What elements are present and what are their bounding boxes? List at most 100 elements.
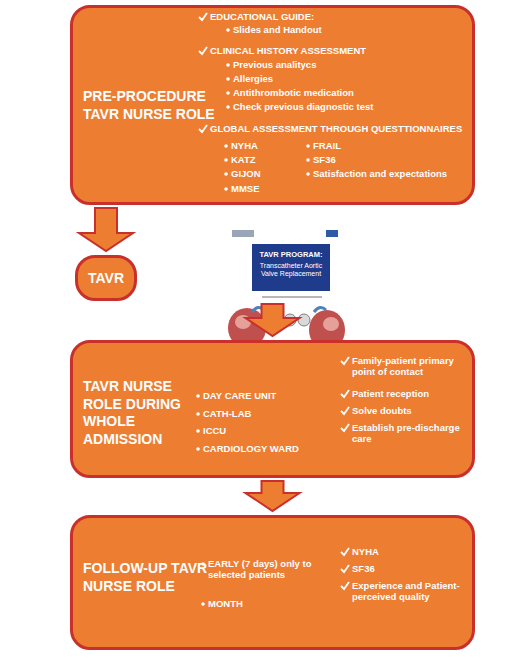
check-mark bbox=[340, 356, 350, 366]
list-item: NYHA bbox=[231, 140, 301, 151]
list-item: Previous analitycs bbox=[233, 59, 433, 70]
logo-mark bbox=[232, 230, 254, 237]
bullet-dot bbox=[222, 169, 232, 179]
bullet-circle bbox=[226, 77, 230, 81]
list-item: Solve doubts bbox=[352, 405, 470, 416]
list-item: EARLY (7 days) only to selected patients bbox=[208, 558, 333, 581]
bullet-circle bbox=[306, 144, 310, 148]
check-stroke bbox=[199, 47, 207, 54]
list-item: Allergies bbox=[233, 73, 433, 84]
check-mark bbox=[340, 564, 350, 574]
bullet-circle bbox=[226, 91, 230, 95]
brochure-text: TAVR PROGRAM: bbox=[253, 251, 329, 260]
bullet-dot bbox=[222, 141, 232, 151]
box-title: TAVR NURSE ROLE DURING WHOLE ADMISSION bbox=[83, 378, 213, 448]
bullet-dot bbox=[304, 141, 314, 151]
list-heading: EDUCATIONAL GUIDE: bbox=[210, 11, 470, 22]
list-item: Check previous diagnostic test bbox=[233, 101, 433, 112]
bullet-circle bbox=[196, 412, 200, 416]
brochure-page bbox=[226, 226, 346, 354]
bullet-dot bbox=[304, 169, 314, 179]
bullet-dot bbox=[194, 409, 204, 419]
caption-line bbox=[262, 296, 322, 298]
bullet-circle bbox=[306, 172, 310, 176]
check-mark bbox=[340, 406, 350, 416]
bullet-circle bbox=[196, 394, 200, 398]
list-item: GIJON bbox=[231, 168, 301, 179]
bullet-dot bbox=[199, 559, 209, 569]
box-title: PRE-PROCEDURE TAVR NURSE ROLE bbox=[83, 88, 218, 123]
bullet-circle bbox=[226, 105, 230, 109]
list-item: MONTH bbox=[208, 598, 333, 609]
list-item: NYHA bbox=[352, 546, 470, 557]
logo-mark bbox=[326, 230, 338, 237]
check-stroke bbox=[341, 582, 349, 589]
box-title: FOLLOW-UP TAVR NURSE ROLE bbox=[83, 560, 208, 595]
check-stroke bbox=[341, 548, 349, 555]
check-mark bbox=[198, 124, 208, 134]
bullet-dot bbox=[222, 155, 232, 165]
bullet-dot bbox=[224, 88, 234, 98]
list-item: SF36 bbox=[352, 563, 470, 574]
brochure-banner bbox=[252, 244, 330, 291]
bullet-dot bbox=[224, 102, 234, 112]
bullet-dot bbox=[222, 184, 232, 194]
bullet-dot bbox=[194, 426, 204, 436]
bullet-circle bbox=[224, 144, 228, 148]
list-heading: GLOBAL ASSESSMENT THROUGH QUESTTIONNAIRE… bbox=[210, 123, 475, 134]
list-item: Establish pre-discharge care bbox=[352, 422, 470, 445]
check-mark bbox=[340, 423, 350, 433]
check-stroke bbox=[199, 125, 207, 132]
bullet-dot bbox=[224, 25, 234, 35]
list-item: SF36 bbox=[313, 154, 463, 165]
list-item: Satisfaction and expectations bbox=[313, 168, 463, 179]
check-stroke bbox=[341, 407, 349, 414]
heart-detail bbox=[323, 317, 339, 331]
bullet-circle bbox=[224, 172, 228, 176]
bullet-dot bbox=[194, 391, 204, 401]
bullet-circle bbox=[224, 187, 228, 191]
check-stroke bbox=[199, 13, 207, 20]
check-mark bbox=[198, 12, 208, 22]
bullet-circle bbox=[196, 447, 200, 451]
list-item: FRAIL bbox=[313, 140, 463, 151]
procedure-box: TAVR bbox=[75, 255, 137, 301]
list-item: CATH-LAB bbox=[203, 408, 333, 419]
list-item: Family-patient primary point of contact bbox=[352, 355, 470, 378]
list-heading: CLINICAL HISTORY ASSESSMENT bbox=[210, 45, 470, 56]
bullet-dot bbox=[224, 60, 234, 70]
check-stroke bbox=[341, 390, 349, 397]
bullet-dot bbox=[194, 444, 204, 454]
vessel bbox=[314, 307, 326, 312]
bullet-dot bbox=[199, 599, 209, 609]
list-item: Experience and Patient-perceived quality bbox=[352, 580, 470, 603]
list-item: ICCU bbox=[203, 425, 333, 436]
box-title: TAVR bbox=[78, 270, 134, 287]
list-item: Slides and Handout bbox=[233, 24, 433, 35]
stage-box: PRE-PROCEDURE TAVR NURSE ROLE EDUCATIONAL… bbox=[70, 5, 475, 205]
bullet-circle bbox=[226, 28, 230, 32]
bullet-circle bbox=[306, 158, 310, 162]
brochure-text: Transcatheter Aortic Valve Replacement bbox=[256, 262, 326, 278]
check-stroke bbox=[341, 357, 349, 364]
flow-arrow bbox=[246, 481, 300, 511]
valve-drawing bbox=[298, 314, 310, 326]
stage-box: TAVR NURSE ROLE DURING WHOLE ADMISSIONDA… bbox=[70, 340, 475, 478]
flow-arrow bbox=[79, 208, 133, 251]
bullet-dot bbox=[224, 74, 234, 84]
check-mark bbox=[340, 547, 350, 557]
check-stroke bbox=[341, 424, 349, 431]
bullet-circle bbox=[196, 429, 200, 433]
list-item: MMSE bbox=[231, 183, 301, 194]
bullet-circle bbox=[201, 562, 205, 566]
check-mark bbox=[340, 389, 350, 399]
list-item: DAY CARE UNIT bbox=[203, 390, 333, 401]
list-item: Patient reception bbox=[352, 388, 470, 399]
bullet-dot bbox=[304, 155, 314, 165]
check-stroke bbox=[341, 565, 349, 572]
list-item: Antithrombotic medication bbox=[233, 87, 433, 98]
bullet-circle bbox=[226, 63, 230, 67]
stage-box: FOLLOW-UP TAVR NURSE ROLEEARLY (7 days) … bbox=[70, 515, 475, 650]
